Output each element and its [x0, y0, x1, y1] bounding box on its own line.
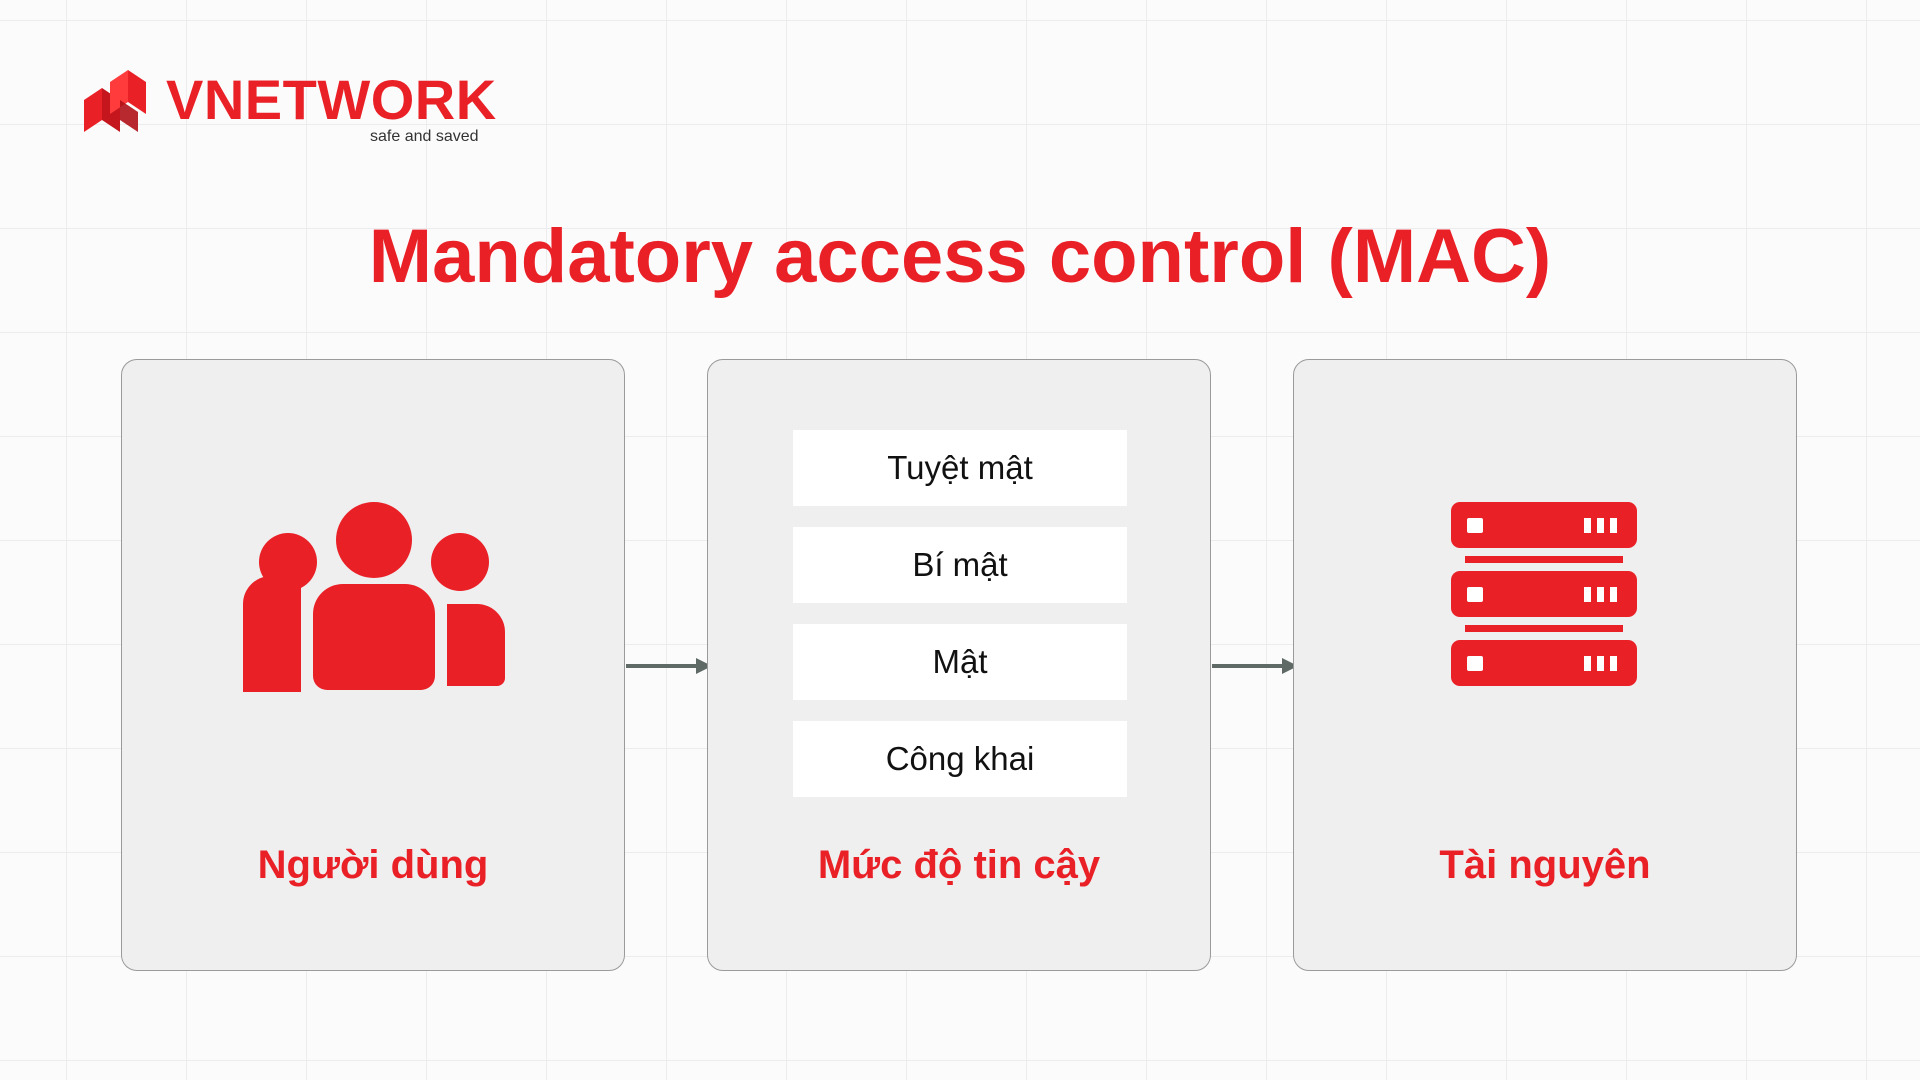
resources-panel: Tài nguyên	[1293, 359, 1797, 971]
users-label: Người dùng	[257, 843, 489, 887]
users-panel: Người dùng	[121, 359, 625, 971]
arrow-right-icon	[1212, 658, 1298, 674]
trust-level-panel: Tuyệt mật Bí mật Mật Công khai Mức độ ti…	[707, 359, 1211, 971]
trust-level-label: Mức độ tin cậy	[817, 843, 1101, 887]
level-confidential: Mật	[793, 624, 1127, 700]
users-group-icon	[243, 502, 505, 692]
resources-label: Tài nguyên	[1439, 843, 1651, 887]
arrow-right-icon	[626, 658, 712, 674]
level-top-secret: Tuyệt mật	[793, 430, 1127, 506]
brand-logo: VNETWORK safe and saved	[80, 70, 500, 150]
brand-name: VNETWORK	[166, 68, 497, 131]
page-title: Mandatory access control (MAC)	[368, 214, 1552, 299]
trust-level-list: Tuyệt mật Bí mật Mật Công khai	[793, 430, 1127, 818]
brand-tagline: safe and saved	[370, 128, 479, 145]
level-public: Công khai	[793, 721, 1127, 797]
level-secret: Bí mật	[793, 527, 1127, 603]
server-stack-icon	[1451, 502, 1637, 686]
vnetwork-logo-icon	[84, 70, 146, 132]
